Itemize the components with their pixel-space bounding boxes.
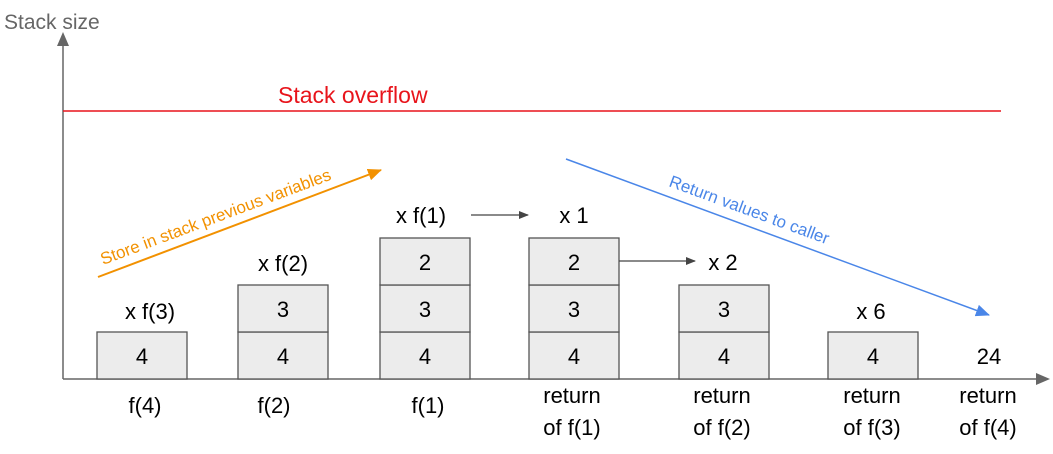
side-label-x2: x 2 <box>708 250 737 275</box>
stack-cell <box>96 331 188 380</box>
result-value: 24 <box>977 344 1001 369</box>
stack-cell-value: 3 <box>419 297 431 322</box>
column-bottom-label: f(1) <box>412 393 445 418</box>
stack-cell <box>528 331 620 380</box>
stack-column: 4 3 2 x 1 return of f(1) <box>528 203 620 440</box>
stack-overflow-label: Stack overflow <box>278 82 428 108</box>
return-annotation: Return values to caller <box>667 172 833 248</box>
column-bottom-label: return <box>843 383 900 408</box>
stack-cell-value: 2 <box>419 250 431 275</box>
column-top-label: x 1 <box>559 203 588 228</box>
column-top-label: x f(3) <box>125 299 175 324</box>
stack-cell <box>827 331 919 380</box>
stack-column: 4 x 6 return of f(3) <box>827 299 919 440</box>
stack-column: 4 3 2 x f(1) f(1) <box>379 203 471 418</box>
column-bottom-label: return <box>959 383 1016 408</box>
y-axis-label: Stack size <box>4 11 100 34</box>
column-top-label: x 6 <box>856 299 885 324</box>
stack-column: 4 3 return of f(2) <box>678 284 770 440</box>
stack-cell <box>379 237 471 286</box>
column-bottom-label: return <box>543 383 600 408</box>
stack-cell-value: 3 <box>568 297 580 322</box>
stack-cell-value: 4 <box>568 344 580 369</box>
stack-cell-value: 4 <box>867 344 879 369</box>
stack-cell <box>678 331 770 380</box>
stack-column: 4 x f(3) f(4) <box>96 299 188 418</box>
return-arrow <box>565 158 990 317</box>
y-axis-arrow-icon <box>57 32 69 46</box>
column-bottom-label: of f(1) <box>543 415 600 440</box>
stack-cell-value: 3 <box>718 297 730 322</box>
column-bottom-label: f(4) <box>129 393 162 418</box>
stack-cell <box>379 284 471 333</box>
stack-cell-value: 2 <box>568 250 580 275</box>
stack-cell <box>678 284 770 333</box>
stack-cell-value: 4 <box>718 344 730 369</box>
column-bottom-label: of f(2) <box>693 415 750 440</box>
store-arrow <box>97 168 382 278</box>
column-bottom-label: return <box>693 383 750 408</box>
column-top-label: x f(1) <box>396 203 446 228</box>
column-bottom-label: of f(4) <box>959 415 1016 440</box>
column-top-label: x f(2) <box>258 251 308 276</box>
stack-cell-value: 4 <box>419 344 431 369</box>
stack-cell <box>528 284 620 333</box>
stack-column: 24 return of f(4) <box>959 344 1016 440</box>
stack-cell-value: 4 <box>277 344 289 369</box>
column-bottom-label: f(2) <box>258 393 291 418</box>
stack-cell <box>528 237 620 286</box>
column-bottom-label: of f(3) <box>843 415 900 440</box>
stack-cell <box>237 331 329 380</box>
stack-column: 4 3 x f(2) f(2) <box>237 251 329 418</box>
stack-cell-value: 4 <box>136 344 148 369</box>
stack-cell <box>237 284 329 333</box>
stack-cell-value: 3 <box>277 297 289 322</box>
x-axis-arrow-icon <box>1036 373 1050 385</box>
